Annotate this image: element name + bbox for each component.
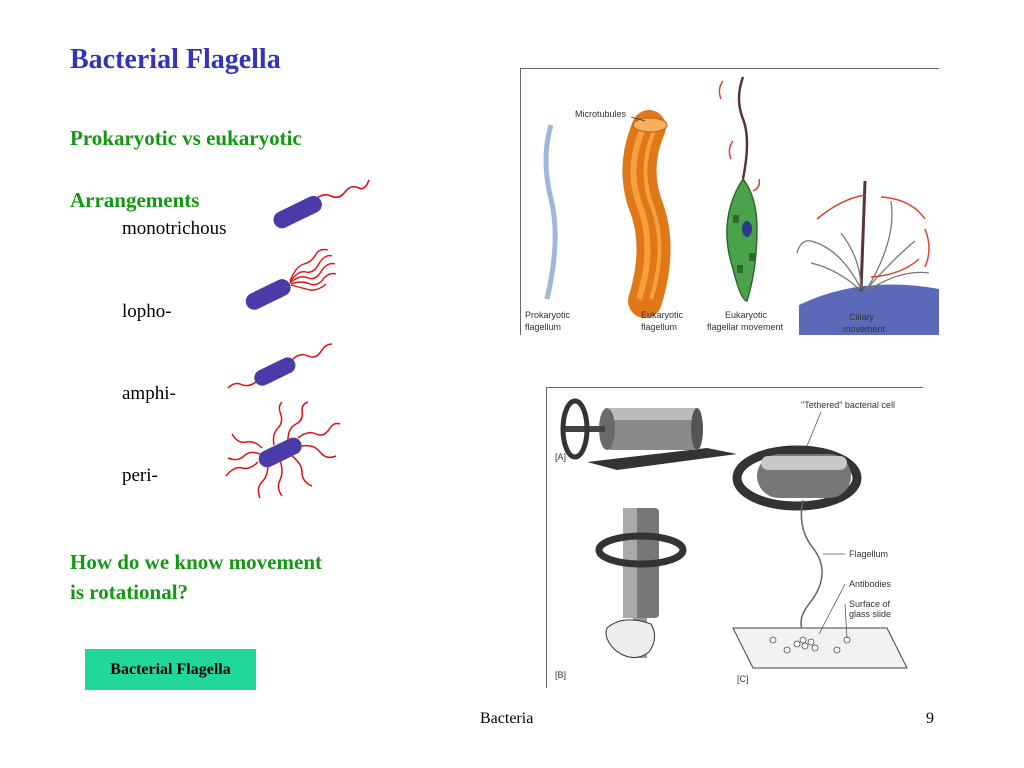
slide-title: Bacterial Flagella (70, 44, 281, 75)
peritrichous-bacterium-illustration (222, 400, 342, 505)
label-tethered-cell: "Tethered" bacterial cell (801, 400, 895, 410)
arrangement-monotrichous: monotrichous (122, 218, 227, 239)
arrangement-peri: peri- (122, 465, 158, 486)
arrangement-lopho: lopho- (122, 301, 172, 322)
bacterial-flagella-button[interactable]: Bacterial Flagella (85, 649, 256, 690)
label-eukaryotic-movement-1: Eukaryotic (725, 310, 768, 320)
label-surface-2: glass slide (849, 609, 891, 619)
label-ciliary-1: Ciliary (849, 312, 875, 322)
label-antibodies: Antibodies (849, 579, 892, 589)
monotrichous-bacterium-illustration (265, 170, 375, 240)
tethered-bacterial-cell-drawing (732, 445, 908, 669)
label-prokaryotic-2: flagellum (525, 322, 561, 332)
question-line-1: How do we know movement (70, 550, 322, 574)
label-prokaryotic-1: Prokaryotic (525, 310, 571, 320)
hand-cylinder-drawing (595, 508, 687, 658)
tethered-cell-figure: [A] [B] [C] "Tethered" bacterial cell Fl… (546, 387, 923, 688)
label-panel-c: [C] (737, 674, 749, 684)
label-panel-a: [A] (555, 452, 566, 462)
label-eukaryotic-movement-2: flagellar movement (707, 322, 784, 332)
subheading-prokaryotic-vs-eukaryotic: Prokaryotic vs eukaryotic (70, 126, 302, 150)
lophotrichous-bacterium-illustration (240, 248, 340, 318)
label-surface-1: Surface of (849, 599, 891, 609)
arrangement-amphi: amphi- (122, 383, 176, 404)
label-panel-b: [B] (555, 670, 566, 680)
ciliary-movement-drawing (796, 180, 939, 335)
prokaryotic-flagellum-drawing (543, 124, 558, 300)
subheading-arrangements: Arrangements (70, 188, 200, 212)
euglena-drawing (718, 76, 761, 302)
question-line-2: is rotational? (70, 580, 189, 604)
label-eukaryotic-1: Eukaryotic (641, 310, 684, 320)
flagella-types-figure: Microtubules Prokaryotic flagellum Eukar… (520, 68, 939, 335)
motor-drawing (560, 398, 737, 470)
label-flagellum: Flagellum (849, 549, 888, 559)
eukaryotic-flagellum-drawing (622, 110, 671, 318)
amphitrichous-bacterium-illustration (226, 338, 336, 398)
footer-title: Bacteria (480, 710, 534, 727)
label-ciliary-2: movement (843, 324, 886, 334)
page-number: 9 (926, 710, 934, 727)
label-eukaryotic-2: flagellum (641, 322, 677, 332)
label-microtubules: Microtubules (575, 109, 627, 119)
